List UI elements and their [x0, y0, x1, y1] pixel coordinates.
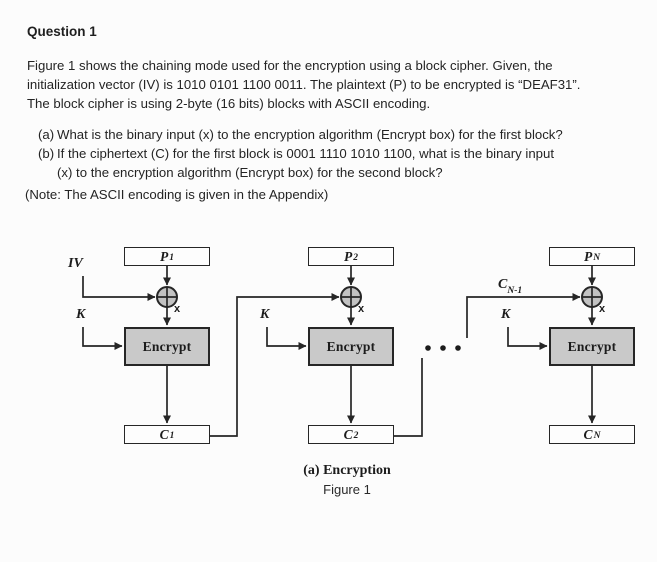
xor-output-label-n: x [599, 303, 606, 315]
block2-flow-arrows [210, 266, 355, 437]
item-b-label: (b) [38, 146, 55, 161]
caption-encryption: (a) Encryption [303, 463, 391, 478]
key1-input-arrow [82, 327, 123, 350]
pn-sub: N [593, 252, 601, 263]
xor-icon-1 [156, 286, 178, 308]
cn-base: C [583, 426, 593, 442]
encrypt-box-n: Encrypt [549, 327, 635, 366]
item-b-line-1: If the ciphertext (C) for the first bloc… [57, 146, 555, 161]
paragraph-line-3: The block cipher is using 2-byte (16 bit… [27, 96, 431, 111]
cn-minus-1-label: CN-1 [498, 277, 523, 296]
c1-base: C [159, 426, 169, 442]
c2-base: C [343, 426, 353, 442]
blockN-flow-arrows [394, 266, 596, 437]
key2-input-arrow [266, 327, 307, 350]
c1-sub: 1 [169, 430, 175, 441]
cn1-sub: N-1 [507, 285, 523, 296]
p1-sub: 1 [169, 252, 174, 263]
cn1-base: C [498, 277, 508, 292]
c1-feedback-arrow [210, 293, 340, 437]
cn1-feedback-arrow [466, 293, 581, 338]
item-b-line-2: (x) to the encryption algorithm (Encrypt… [57, 165, 443, 180]
key-label-n: K [501, 307, 511, 322]
iv-label: IV [68, 256, 83, 271]
question-title: Question 1 [27, 24, 97, 39]
question-item-b: (b) If the ciphertext (C) for the first … [38, 144, 563, 182]
paragraph-line-2: initialization vector (IV) is 1010 0101 … [27, 77, 581, 92]
question-item-a: (a) What is the binary input (x) to the … [38, 125, 563, 144]
c2-output-stub [394, 358, 423, 437]
p2-base: P [344, 248, 353, 264]
iv-input-arrow [82, 276, 156, 301]
xor-output-label-2: x [358, 303, 365, 315]
xor-output-label-1: x [174, 303, 181, 315]
xor-icon-2 [340, 286, 362, 308]
figure-caption: (a) Encryption Figure 1 [247, 463, 447, 497]
caption-figure-1: Figure 1 [323, 482, 371, 497]
keyN-input-arrow [507, 327, 548, 350]
p2-sub: 2 [353, 252, 358, 263]
question-note: (Note: The ASCII encoding is given in th… [25, 187, 329, 202]
ellipsis-dots-icon [425, 345, 461, 351]
pn-base: P [583, 248, 593, 264]
item-a-text: What is the binary input (x) to the encr… [57, 127, 563, 142]
p1-base: P [160, 248, 169, 264]
question-paragraph: Figure 1 shows the chaining mode used fo… [27, 56, 580, 113]
cn-sub: N [593, 430, 601, 441]
encrypt-box-1: Encrypt [124, 327, 210, 366]
block1-flow-arrows [82, 266, 171, 424]
item-b-text: If the ciphertext (C) for the first bloc… [57, 144, 554, 182]
c2-sub: 2 [353, 430, 359, 441]
key-label-2: K [260, 307, 270, 322]
item-a-label: (a) [38, 127, 55, 142]
key-label-1: K [76, 307, 86, 322]
question-items: (a) What is the binary input (x) to the … [38, 125, 563, 182]
paragraph-line-1: Figure 1 shows the chaining mode used fo… [27, 58, 553, 73]
encrypt-box-2: Encrypt [308, 327, 394, 366]
xor-icon-3 [581, 286, 603, 308]
